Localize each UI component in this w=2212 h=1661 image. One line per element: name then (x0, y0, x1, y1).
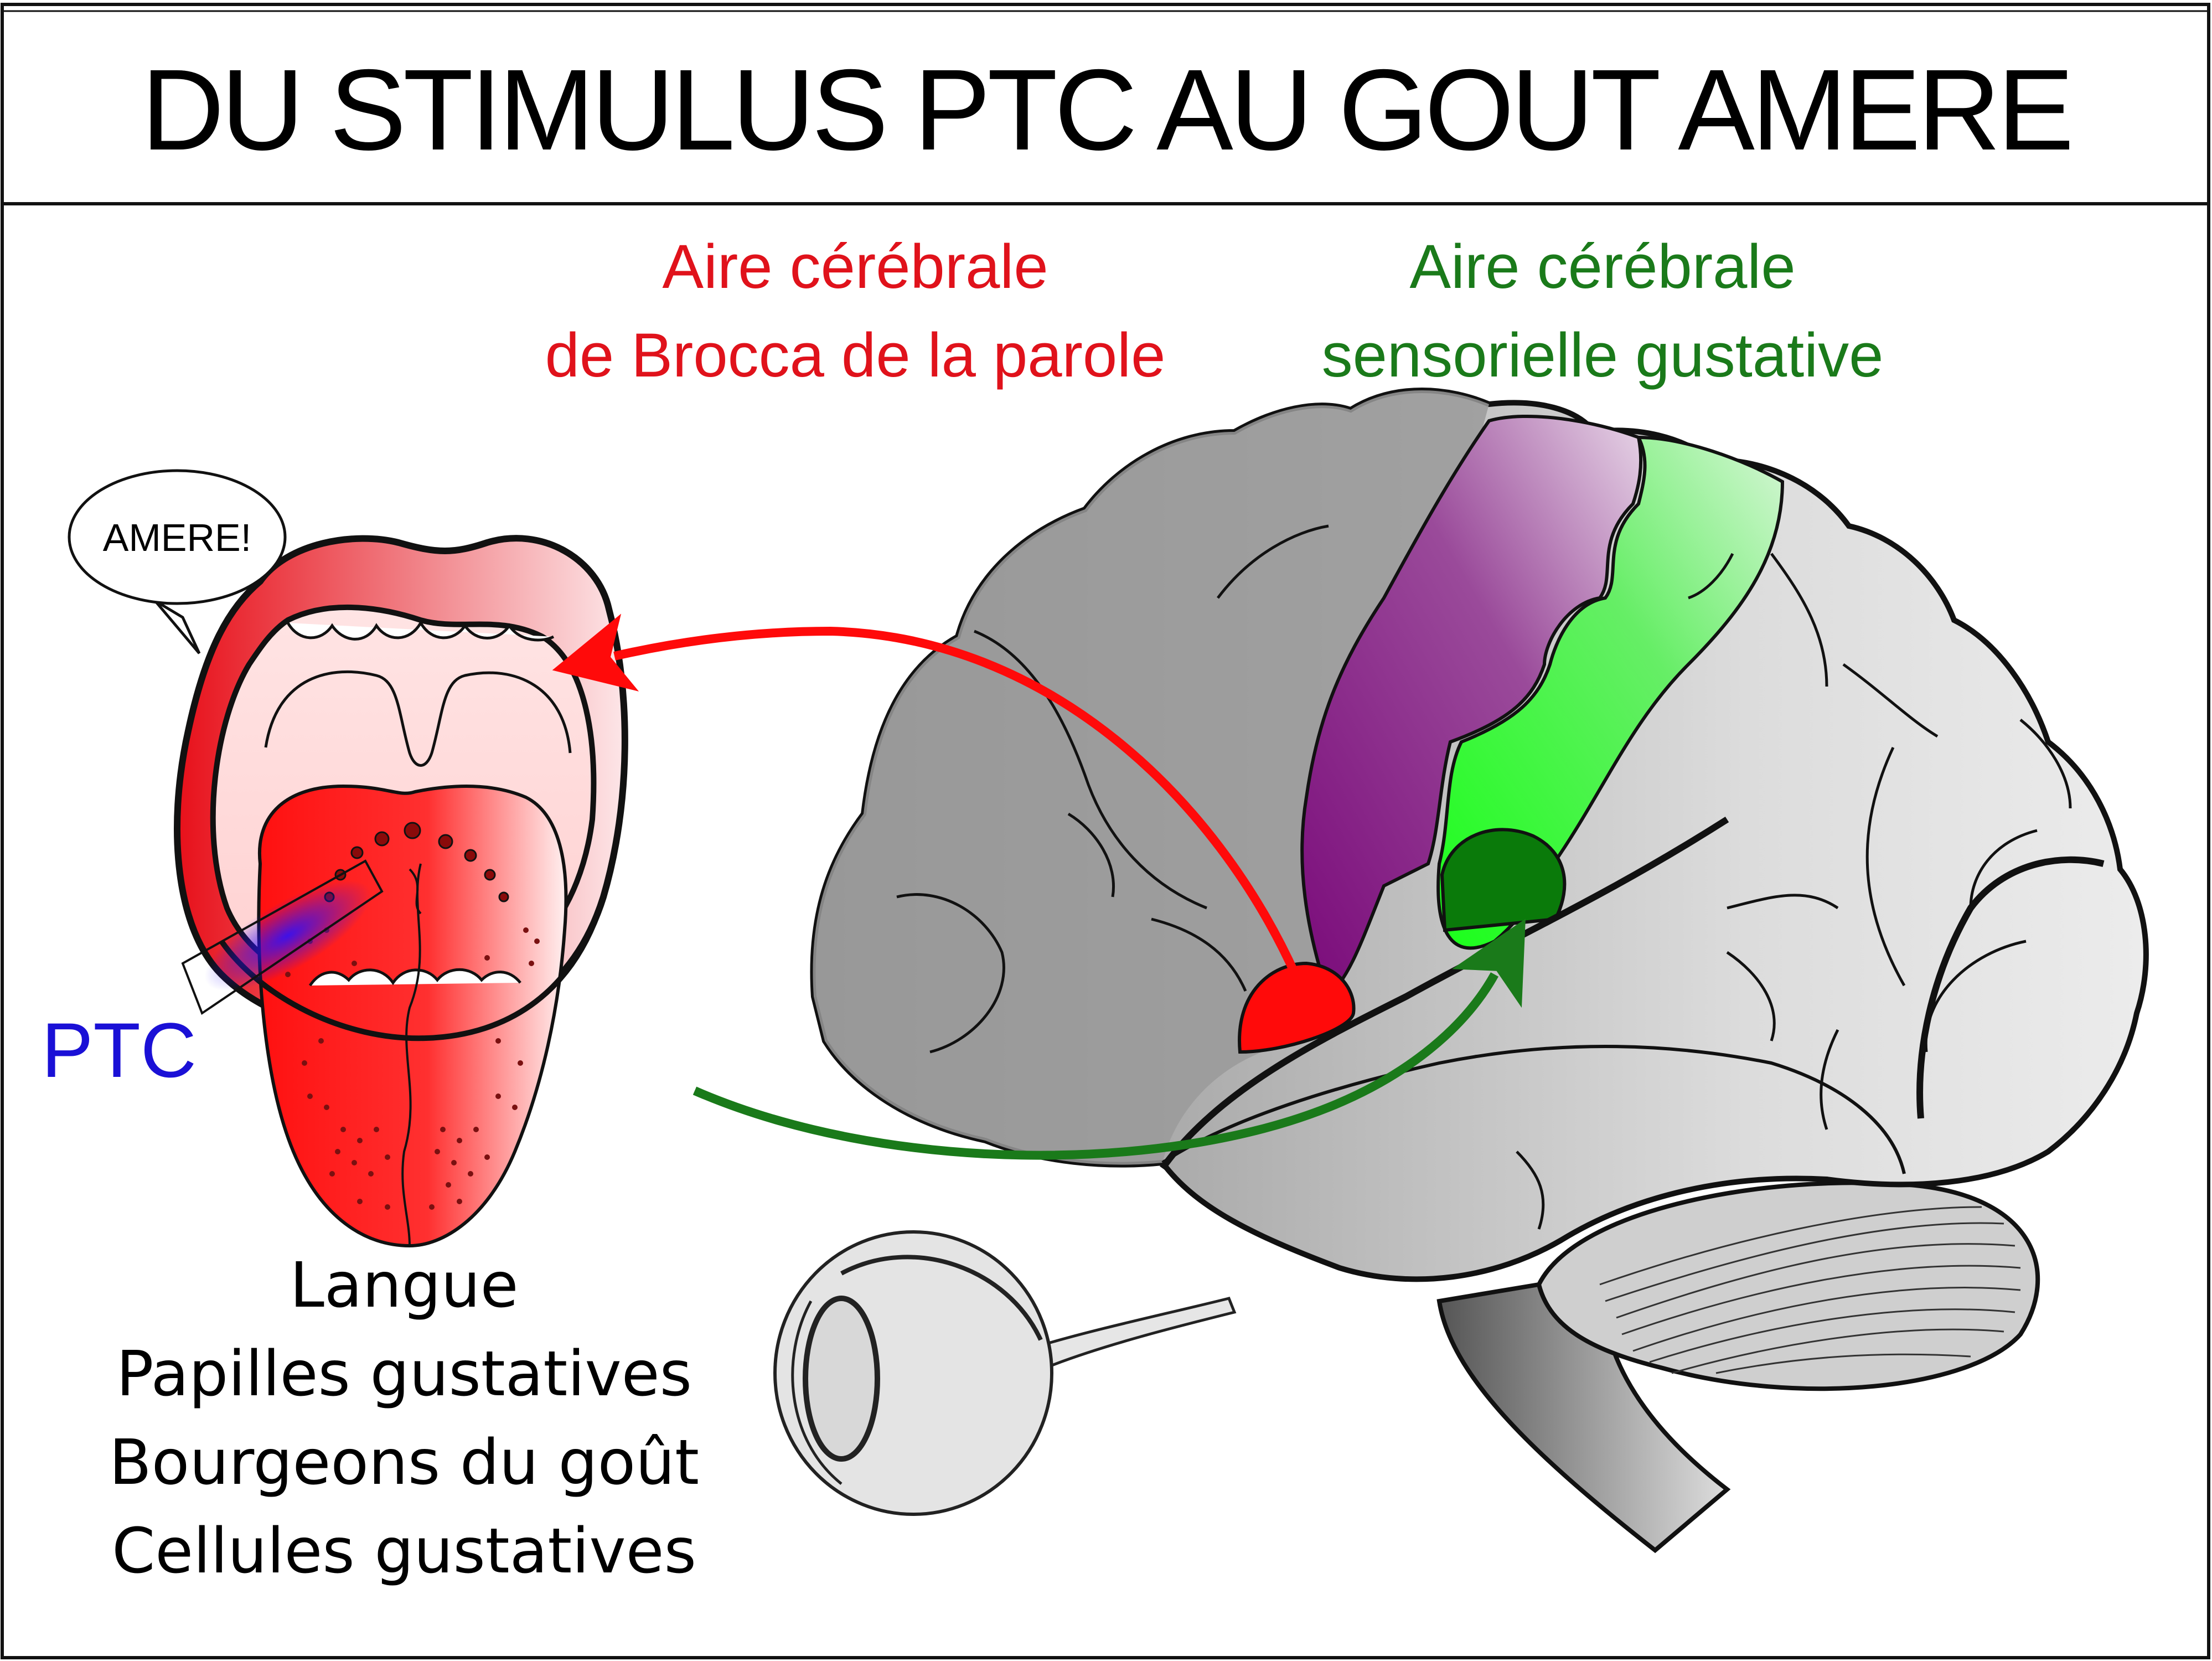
brain-illustration (810, 388, 2149, 1554)
primary-gustative-area (1440, 828, 1567, 932)
ptc-zoom-box (181, 859, 384, 1015)
ptc-label: PTC (42, 1007, 197, 1093)
eye-icon (773, 1230, 1237, 1516)
broca-label-line1: Aire cérébrale (662, 232, 1048, 301)
tongue-to-gustative-arrow (692, 919, 1526, 1160)
gustative-label-line2: sensorielle gustative (1322, 321, 1884, 390)
broca-area (1238, 961, 1356, 1054)
legend-line-4: Cellules gustatives (112, 1515, 696, 1587)
open-mouth-tongue-illustration: PTC AMERE! (42, 469, 628, 1248)
broca-label-line2: de Brocca de la parole (545, 321, 1166, 390)
page-title: DU STIMULUS PTC AU GOUT AMERE (141, 46, 2071, 174)
legend-line-2: Papilles gustatives (116, 1338, 692, 1410)
gustative-label-line1: Aire cérébrale (1409, 232, 1795, 301)
speech-bubble (68, 469, 287, 605)
legend-line-3: Bourgeons du goût (109, 1427, 699, 1499)
broca-to-mouth-arrow (552, 613, 1300, 977)
speech-bubble-text: AMERE! (103, 516, 251, 559)
ptc-stimulus-spot (204, 880, 371, 991)
motor-cortex-area (1300, 414, 1643, 1000)
cerebellum-folia (1599, 1206, 2021, 1374)
fungiform-papillae (285, 927, 540, 1210)
legend-line-1: Langue (290, 1250, 519, 1322)
